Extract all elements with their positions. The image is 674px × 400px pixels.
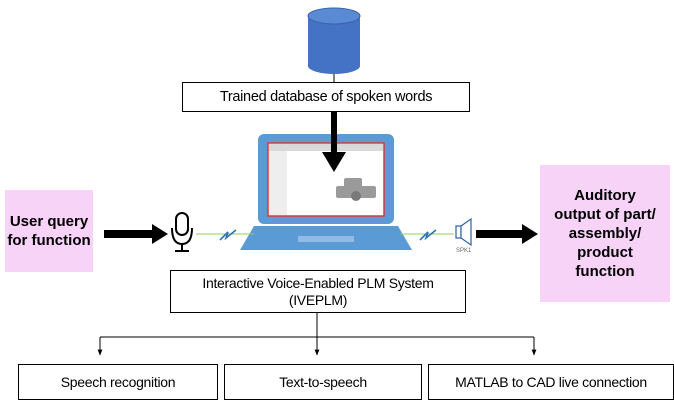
module-connectors: [97, 313, 537, 356]
speaker-signal: [400, 229, 454, 241]
system-label: Interactive Voice-Enabled PLM System (IV…: [170, 270, 466, 313]
mic-signal: [196, 229, 254, 241]
input-arrow: [104, 224, 168, 244]
module-text-to-speech: Text-to-speech: [224, 364, 422, 400]
module-matlab-cad: MATLAB to CAD live connection: [428, 364, 674, 400]
speaker-tag: SPK1: [456, 248, 472, 254]
auditory-output-box: Auditory output of part/ assembly/ produ…: [540, 165, 670, 302]
module-speech-recognition: Speech recognition: [18, 364, 218, 400]
database-label: Trained database of spoken words: [182, 82, 470, 112]
database-icon: [307, 7, 361, 74]
microphone-icon: [171, 212, 193, 252]
output-arrow: [476, 224, 538, 244]
speaker-icon: [455, 217, 472, 247]
db-to-laptop-arrow: [322, 104, 346, 172]
laptop-icon: [240, 134, 412, 250]
user-query-box: User query for function: [5, 190, 93, 272]
